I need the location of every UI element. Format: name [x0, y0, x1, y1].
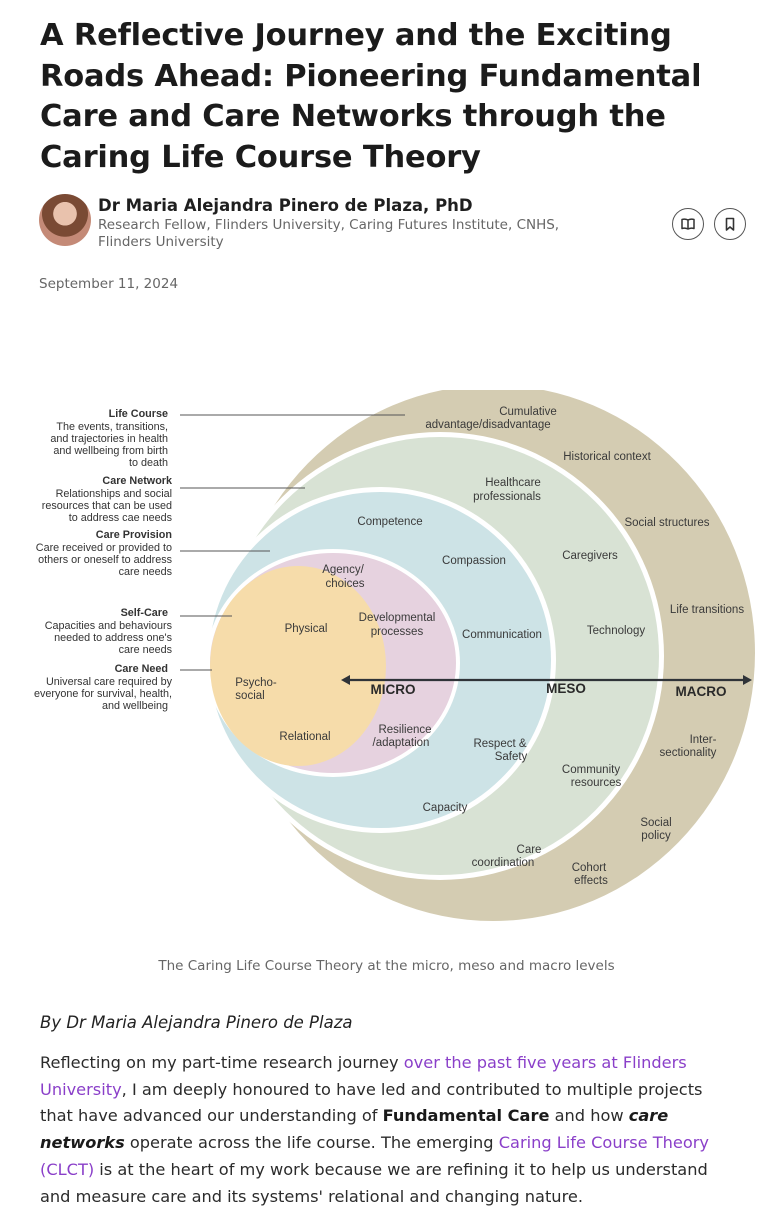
legend-care-need-line: everyone for survival, health, — [34, 688, 172, 700]
label-social-policy: policy — [641, 830, 671, 842]
label-caregivers: Caregivers — [562, 550, 618, 562]
figure-caption: The Caring Life Course Theory at the mic… — [158, 958, 615, 974]
paragraph-text: operate across the life course. The emer… — [124, 1133, 499, 1153]
paragraph-text: and how — [549, 1106, 629, 1126]
label-respect-safety: Safety — [495, 751, 528, 763]
label-care-coordination: Care — [517, 844, 542, 856]
label-agency: Agency/ — [322, 564, 364, 576]
label-cumulative: advantage/disadvantage — [425, 419, 550, 431]
label-capacity: Capacity — [423, 802, 468, 814]
label-historical-context: Historical context — [563, 451, 651, 463]
label-cumulative: Cumulative — [499, 406, 557, 418]
label-community-resources: resources — [571, 777, 622, 789]
label-healthcare-professionals: professionals — [473, 491, 541, 503]
author-role: Research Fellow, Flinders University, Ca… — [98, 217, 560, 250]
label-social-policy: Social — [640, 817, 671, 829]
author-name[interactable]: Dr Maria Alejandra Pinero de Plaza, PhD — [98, 196, 473, 215]
label-cohort-effects: Cohort — [572, 862, 607, 874]
label-community-resources: Community — [562, 764, 620, 776]
legend-care-network-line: to address cae needs — [69, 512, 173, 524]
level-arrow-left-head — [341, 675, 350, 685]
label-physical: Physical — [285, 623, 328, 635]
legend-care-provision-line: care needs — [119, 566, 173, 578]
label-agency: choices — [326, 578, 365, 590]
label-intersectionality: Inter- — [690, 734, 717, 746]
strong-fundamental-care: Fundamental Care — [382, 1106, 550, 1126]
label-life-transitions: Life transitions — [670, 604, 744, 616]
legend-care-provision-title: Care Provision — [96, 529, 172, 541]
label-resilience: Resilience — [378, 724, 431, 736]
link-five-years[interactable]: over the past five years at Flinders Uni… — [40, 1053, 687, 1099]
author-avatar[interactable] — [39, 194, 91, 246]
publish-date: September 11, 2024 — [39, 276, 179, 292]
legend-self-care-line: needed to address one's — [54, 632, 173, 644]
legend-life-course-line: and wellbeing from birth — [53, 445, 168, 457]
label-resilience: /adaptation — [373, 737, 430, 749]
legend-care-network-line: Relationships and social — [56, 488, 172, 500]
paragraph-text: , I am deeply honoured to have led and c… — [40, 1079, 703, 1126]
legend-life-course-line: and trajectories in health — [50, 433, 168, 445]
level-macro: MACRO — [676, 684, 727, 699]
label-social-structures: Social structures — [624, 517, 709, 529]
level-arrow-right-head — [743, 675, 752, 685]
label-developmental: Developmental — [359, 612, 436, 624]
label-competence: Competence — [357, 516, 422, 528]
emphasis-care-networks: care networks — [40, 1106, 669, 1153]
label-communication: Communication — [462, 629, 542, 641]
legend-care-provision-line: Care received or provided to — [36, 542, 172, 554]
article-title: A Reflective Journey and the Exciting Ro… — [40, 18, 702, 175]
save-button[interactable] — [714, 208, 746, 240]
legend-care-network-title: Care Network — [102, 475, 173, 487]
label-developmental: processes — [371, 626, 424, 638]
legend-care-need-title: Care Need — [115, 663, 168, 675]
clct-diagram: Life Course The events, transitions, and… — [34, 390, 755, 921]
legend-life-course-title: Life Course — [109, 408, 168, 420]
label-intersectionality: sectionality — [660, 747, 717, 759]
bookmark-icon — [725, 217, 735, 231]
legend-care-network-line: resources that can be used — [42, 500, 172, 512]
legend-life-course-line: to death — [129, 457, 168, 469]
legend-life-course-line: The events, transitions, — [56, 421, 168, 433]
legend-care-provision-line: others or oneself to address — [38, 554, 172, 566]
label-technology: Technology — [587, 625, 645, 637]
legend-care-need-line: Universal care required by — [46, 676, 173, 688]
label-care-coordination: coordination — [472, 857, 535, 869]
book-icon — [681, 218, 695, 230]
label-relational: Relational — [279, 731, 330, 743]
read-button[interactable] — [672, 208, 704, 240]
label-healthcare-professionals: Healthcare — [485, 477, 541, 489]
label-psychosocial: social — [235, 690, 264, 702]
byline: By Dr Maria Alejandra Pinero de Plaza — [40, 1013, 353, 1032]
legend-self-care-line: Capacities and behaviours — [45, 620, 173, 632]
paragraph-text: Reflecting on my part-time research jour… — [40, 1053, 404, 1072]
label-compassion: Compassion — [442, 555, 506, 567]
level-micro: MICRO — [371, 682, 416, 697]
legend-self-care-line: care needs — [119, 644, 173, 656]
label-psychosocial: Psycho- — [235, 677, 277, 689]
paragraph-text: is at the heart of my work because we ar… — [40, 1159, 708, 1206]
level-meso: MESO — [546, 681, 586, 696]
link-clct[interactable]: Caring Life Course Theory (CLCT) — [40, 1133, 710, 1179]
legend-self-care-title: Self-Care — [121, 607, 168, 619]
label-respect-safety: Respect & — [473, 738, 526, 750]
legend-care-need-line: and wellbeing — [102, 700, 168, 712]
label-cohort-effects: effects — [574, 875, 608, 887]
care-need-core — [210, 566, 386, 766]
intro-paragraph: Reflecting on my part-time research jour… — [40, 1050, 740, 1210]
